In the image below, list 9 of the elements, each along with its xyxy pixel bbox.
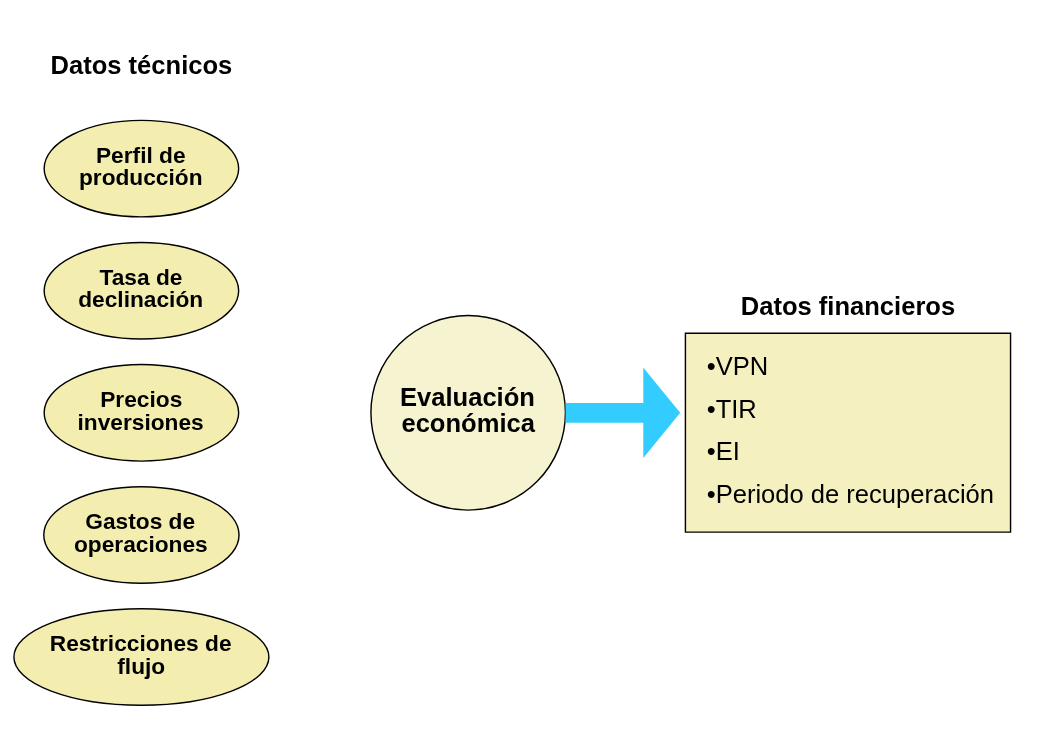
arrow xyxy=(565,367,681,459)
node-circle: Evaluación económica xyxy=(370,314,567,511)
node-label: Datos financieros xyxy=(740,292,956,321)
node-ellipse: Tasa de declinación xyxy=(43,241,240,340)
node-ellipse: Gastos de operaciones xyxy=(43,485,240,584)
node-ellipse: Perfil de producción xyxy=(43,119,240,218)
node-ellipse: Precios inversiones xyxy=(43,363,240,462)
node-ellipse: Restricciones de flujo xyxy=(13,608,270,707)
label: Datos técnicos xyxy=(50,51,233,80)
